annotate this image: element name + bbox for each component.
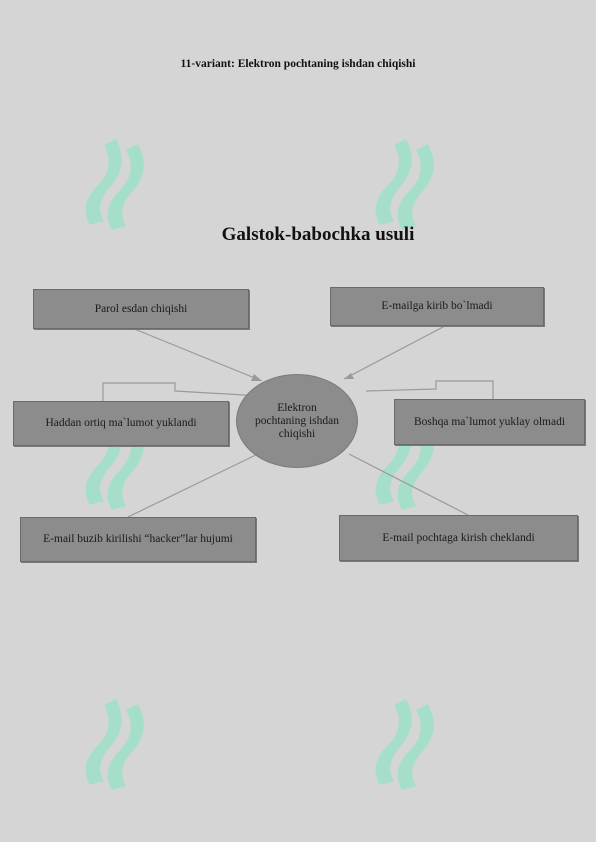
cause-box-email-kirib: E-mailga kirib bo`lmadi — [330, 287, 544, 326]
page-header-title: 11-variant: Elektron pochtaning ishdan c… — [180, 58, 416, 70]
connector-top-left — [131, 327, 263, 382]
watermark-logo-bottom-left — [85, 699, 144, 790]
cause-box-parol: Parol esdan chiqishi — [33, 289, 249, 329]
connector-top-right — [343, 325, 446, 380]
watermark-logo-bottom-right — [375, 699, 434, 790]
connector-bottom-left — [127, 451, 263, 518]
center-problem-ellipse: Elektron pochtaning ishdan chiqishi — [236, 374, 358, 468]
connector-mid-left — [102, 382, 263, 401]
cause-box-boshqa-malumot: Boshqa ma`lumot yuklay olmadi — [394, 399, 585, 445]
cause-box-haddan-ortiq: Haddan ortiq ma`lumot yuklandi — [13, 401, 229, 446]
connector-bottom-right — [348, 453, 469, 516]
diagram-title: Galstok-babochka usuli — [221, 224, 415, 245]
connector-mid-right — [365, 380, 494, 399]
watermark-logo-top-right — [375, 139, 434, 230]
cause-box-hacker: E-mail buzib kirilishi “hacker”lar hujum… — [20, 517, 256, 562]
watermark-logo-top-left — [85, 139, 144, 230]
cause-box-pochtaga-kirish: E-mail pochtaga kirish cheklandi — [339, 515, 578, 561]
